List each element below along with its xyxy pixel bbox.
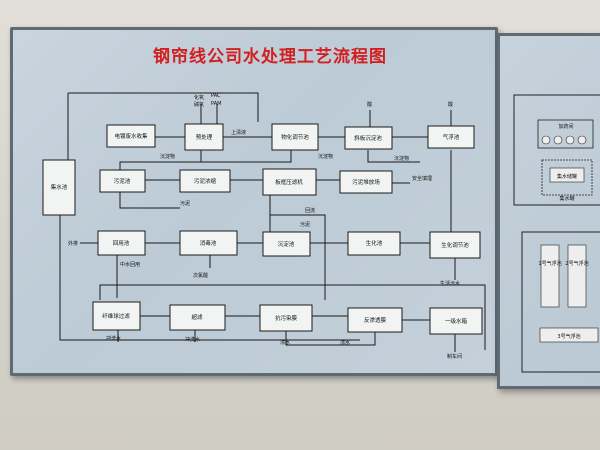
svg-text:化氧: 化氧 — [194, 94, 204, 101]
svg-text:上清液: 上清液 — [231, 129, 246, 136]
box-filter-press — [262, 168, 317, 196]
flow-annotations: 化氧 PAC 碱氧 PAM 酸 酸 上清液 沉淀物 沉淀物 沉淀物 污泥 污泥 … — [68, 93, 462, 360]
svg-text:酸: 酸 — [448, 101, 453, 108]
svg-text:纤维球过滤: 纤维球过滤 — [102, 312, 130, 320]
svg-text:反渗透膜: 反渗透膜 — [364, 316, 387, 324]
svg-text:斜板沉淀池: 斜板沉淀池 — [354, 134, 382, 142]
box-ultrafiltration — [169, 304, 226, 331]
svg-text:生化池: 生化池 — [366, 239, 383, 247]
svg-text:超滤: 超滤 — [191, 313, 203, 321]
box-wastewater-collection — [106, 124, 156, 148]
svg-text:3号气浮池: 3号气浮池 — [557, 333, 580, 340]
box-reuse-tank — [97, 230, 146, 256]
svg-text:碱氧: 碱氧 — [194, 101, 204, 108]
box-inclined-sedimentation — [344, 126, 393, 150]
svg-text:沉淀物: 沉淀物 — [160, 153, 175, 160]
box-flotation — [427, 125, 475, 149]
svg-text:PAM: PAM — [211, 101, 221, 107]
svg-text:浓水: 浓水 — [340, 339, 350, 346]
box-sludge-tank — [99, 169, 146, 193]
flowchart-board — [10, 27, 498, 376]
svg-text:集水储罐: 集水储罐 — [557, 173, 577, 180]
svg-text:物化调节池: 物化调节池 — [281, 133, 309, 141]
svg-text:消毒池: 消毒池 — [200, 239, 217, 247]
box-labels: 电镀废水收集 预处理 物化调节池 斜板沉淀池 气浮池 污泥池 污泥浓缩 板框压滤… — [51, 132, 470, 325]
svg-text:沉淀物: 沉淀物 — [394, 155, 409, 162]
svg-text:酸: 酸 — [367, 101, 372, 108]
box-disinfection — [179, 230, 238, 256]
svg-text:沉淀池: 沉淀池 — [278, 240, 295, 248]
process-boxes — [42, 123, 483, 335]
svg-text:沉淀物: 沉淀物 — [318, 153, 333, 160]
svg-text:浓水: 浓水 — [280, 339, 290, 346]
svg-text:集水罐: 集水罐 — [559, 195, 574, 202]
svg-text:PAC: PAC — [211, 93, 221, 99]
board-title: 钢帘线公司水处理工艺流程图 — [153, 47, 387, 67]
svg-text:污泥浓缩: 污泥浓缩 — [194, 177, 217, 185]
svg-text:加药间: 加药间 — [558, 123, 573, 130]
svg-text:次氯酸: 次氯酸 — [193, 272, 208, 279]
box-clarifier — [262, 231, 311, 257]
svg-text:预处理: 预处理 — [196, 133, 213, 141]
svg-text:抗污染膜: 抗污染膜 — [275, 314, 298, 322]
svg-text:中水回用: 中水回用 — [120, 261, 140, 268]
svg-text:污泥: 污泥 — [300, 221, 310, 228]
svg-text:制车间: 制车间 — [447, 353, 462, 360]
svg-text:一级水箱: 一级水箱 — [445, 317, 468, 325]
box-sludge-yard — [339, 170, 393, 194]
box-pretreatment — [184, 123, 224, 151]
svg-text:外排: 外排 — [68, 240, 78, 247]
svg-text:污泥堆放场: 污泥堆放场 — [352, 178, 380, 186]
box-bio-regulation — [429, 231, 481, 259]
side-board-diagram: 加药间 集水储罐 集水罐 1号气浮池 2号气浮池 3号气浮池 — [513, 94, 600, 373]
svg-text:生化调节池: 生化调节池 — [441, 241, 469, 249]
box-fiber-filter — [92, 301, 141, 331]
svg-text:板框压滤机: 板框压滤机 — [275, 178, 303, 186]
svg-text:1号气浮池: 1号气浮池 — [538, 260, 561, 267]
svg-text:回流: 回流 — [305, 207, 315, 214]
svg-text:回用池: 回用池 — [113, 239, 130, 247]
svg-text:集水池: 集水池 — [51, 183, 68, 191]
svg-text:气浮池: 气浮池 — [443, 133, 460, 141]
svg-text:2号气浮池: 2号气浮池 — [565, 260, 588, 267]
box-sludge-thickening — [179, 169, 231, 193]
box-physchem-tank — [271, 123, 319, 151]
svg-text:安全填埋: 安全填埋 — [412, 175, 432, 182]
svg-text:污泥: 污泥 — [180, 200, 190, 207]
svg-text:冲洗水: 冲洗水 — [106, 335, 121, 342]
flow-lines — [59, 92, 486, 352]
svg-text:电镀废水收集: 电镀废水收集 — [114, 132, 148, 140]
box-antifouling-membrane — [259, 304, 313, 332]
svg-text:污泥池: 污泥池 — [114, 177, 131, 185]
box-water-tank — [429, 307, 483, 335]
box-ro-membrane — [347, 307, 403, 333]
box-biochem — [347, 231, 401, 256]
svg-text:生活污水: 生活污水 — [440, 280, 460, 287]
box-collection-pool — [42, 159, 76, 216]
svg-text:冲洗水: 冲洗水 — [185, 336, 200, 343]
